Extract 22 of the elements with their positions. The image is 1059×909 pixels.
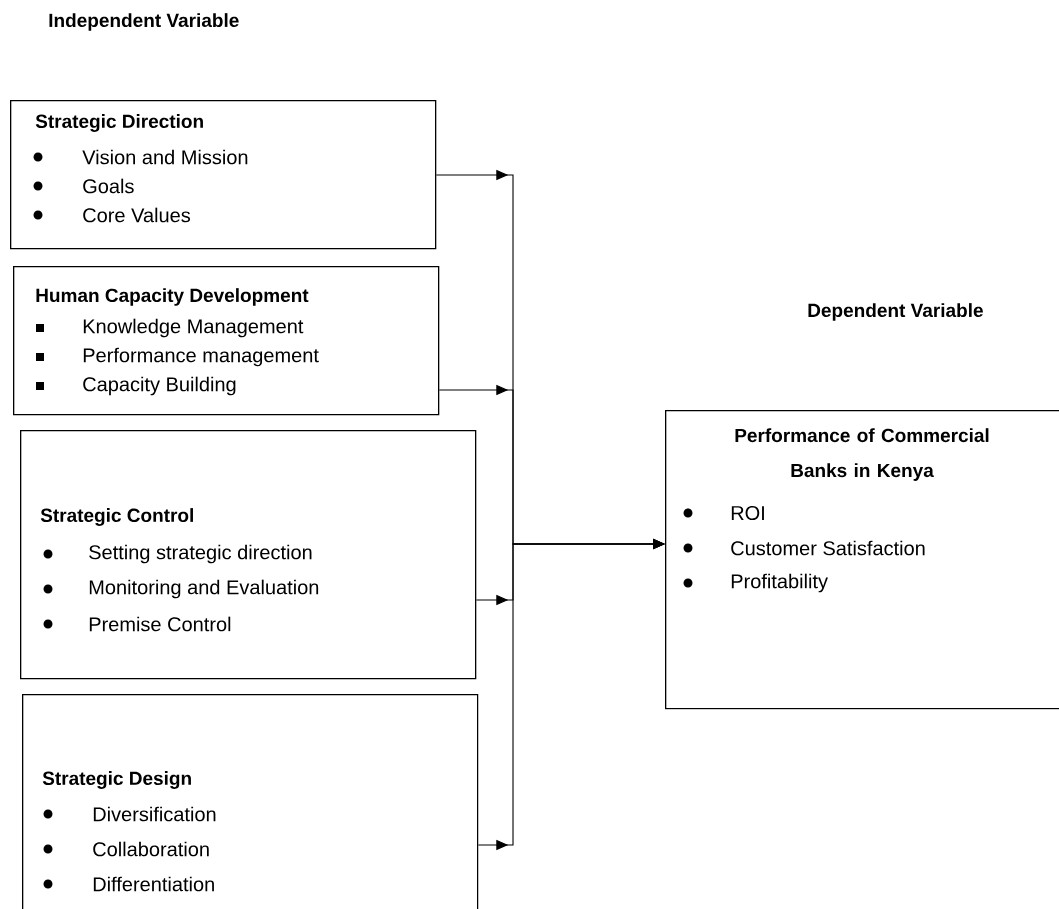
heading: Strategic Direction [35,114,203,132]
heading: Human Capacity Development [36,288,309,306]
list-item: Diversification [93,806,216,822]
column-heading: Dependent Variable [808,303,983,321]
column-heading: Independent Variable [49,13,239,31]
list-item: ROI [731,505,764,521]
list-item: Capacity Building [83,376,236,396]
list-item: Knowledge Management [83,318,304,338]
list-item: Vision and Mission [82,149,248,165]
list-item: Differentiation [93,876,214,892]
list-item: Performance management [83,347,319,367]
list-item: Core Values [83,207,191,223]
list-item: Monitoring and Evaluation [89,579,319,599]
heading: Strategic Design [42,771,191,789]
list-item: Customer Satisfaction [731,540,925,556]
heading: Strategic Control [40,508,193,526]
heading: Performance of Commercial Banks in Kenya [735,428,989,481]
list-item: Premise Control [89,616,231,632]
list-item: Collaboration [93,841,209,857]
list-item: Profitability [731,573,828,593]
list-item: Setting strategic direction [89,544,312,564]
list-item: Goals [83,178,134,194]
